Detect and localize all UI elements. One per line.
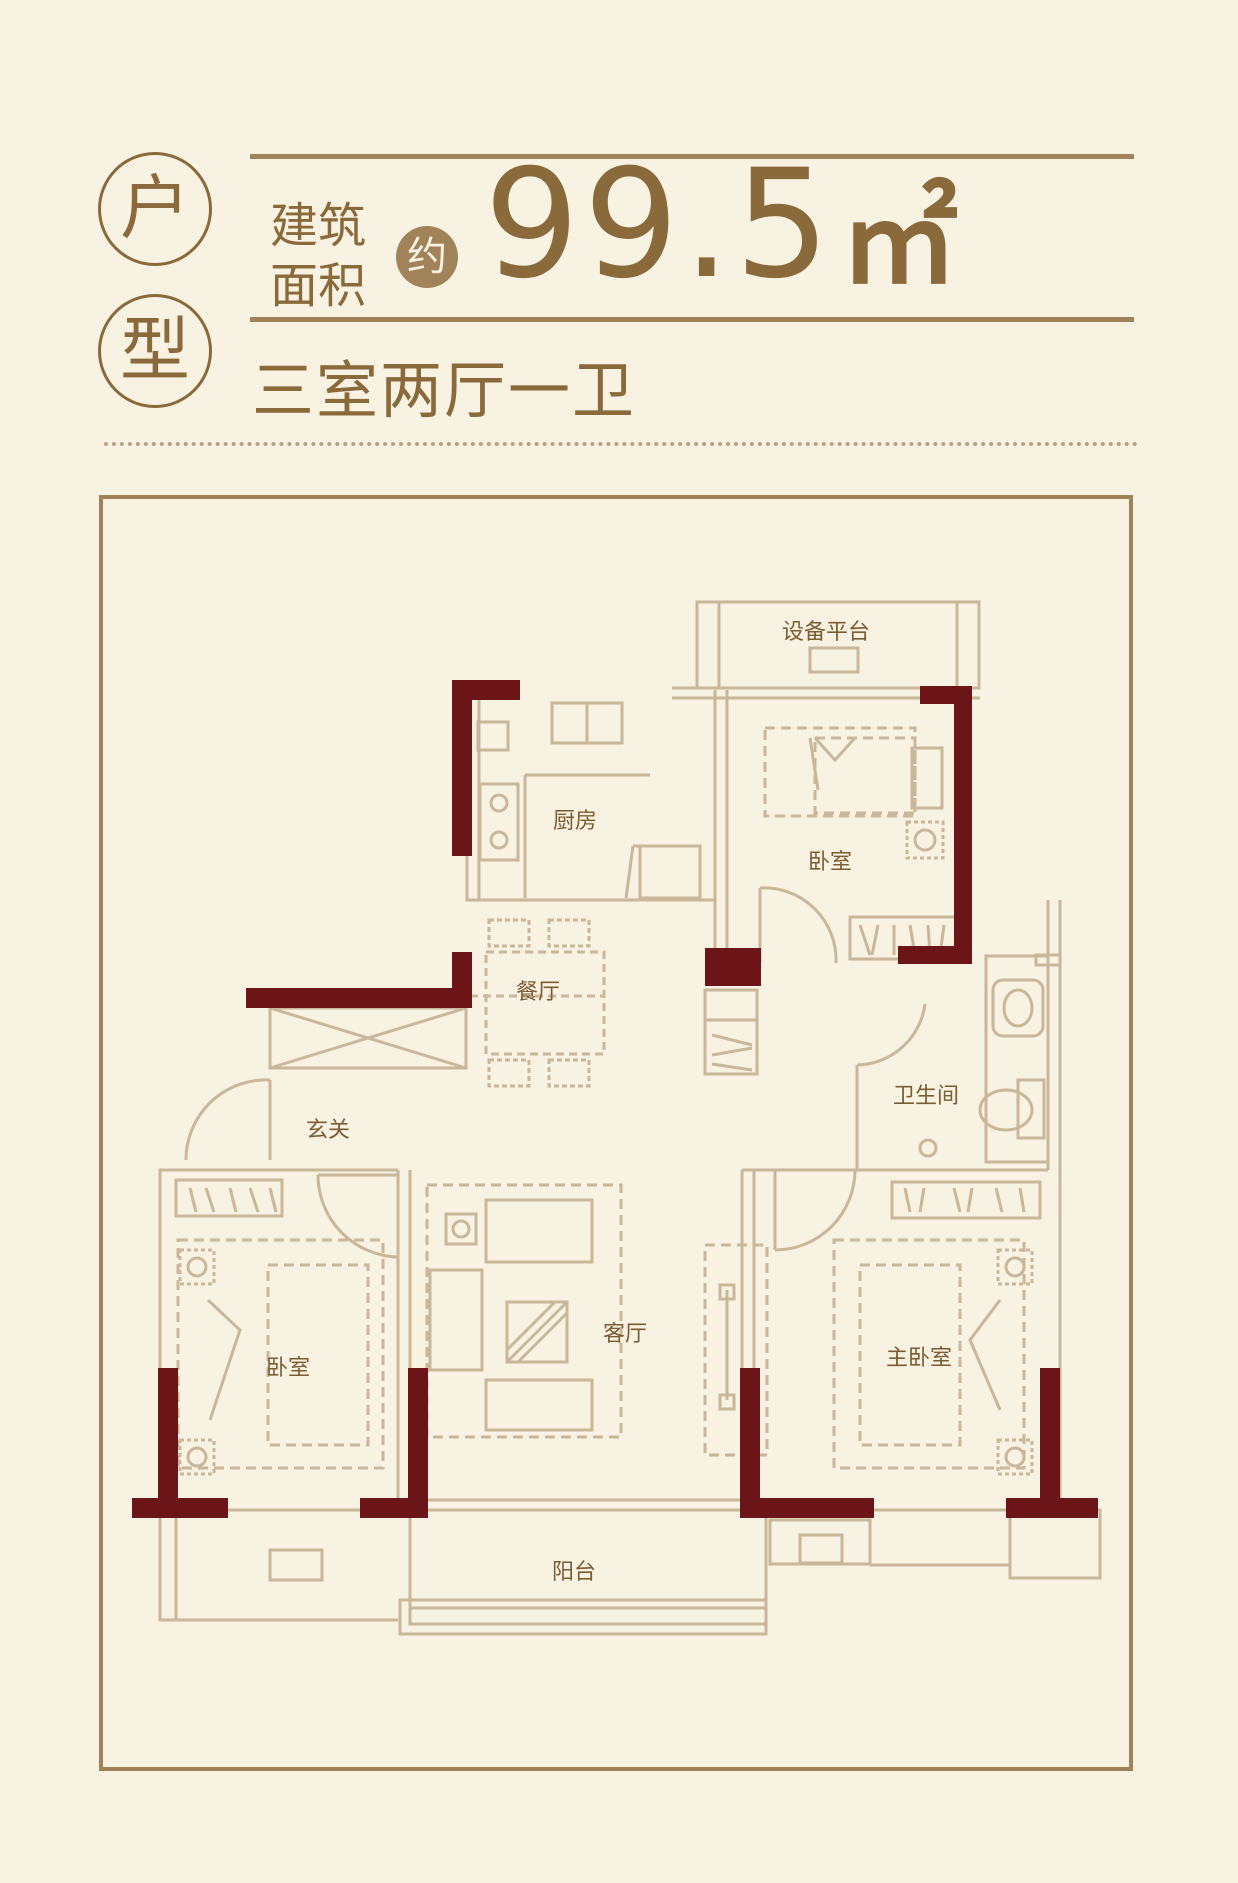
dotted-divider — [104, 442, 1138, 446]
label-living: 客厅 — [603, 1322, 648, 1347]
layout-type: 三室两厅一卫 — [252, 354, 637, 427]
header-rule-top — [250, 154, 1134, 159]
approx-badge: 约 — [396, 226, 458, 288]
label-kitchen: 厨房 — [553, 809, 598, 834]
floorplan-frame — [99, 495, 1133, 1771]
label-dining: 餐厅 — [516, 980, 561, 1005]
badge-circle-top: 户 — [98, 152, 212, 266]
label-bedroom-south: 卧室 — [266, 1356, 311, 1381]
header-rule-middle — [250, 317, 1134, 322]
area-value: 99.5 — [484, 138, 834, 312]
label-balcony: 阳台 — [552, 1560, 597, 1585]
label-bedroom-north: 卧室 — [808, 850, 853, 875]
label-entrance: 玄关 — [306, 1118, 351, 1143]
area-unit: ㎡ — [840, 172, 959, 310]
label-master-bedroom: 主卧室 — [886, 1346, 953, 1371]
label-bathroom: 卫生间 — [893, 1084, 960, 1109]
badge-circle-bottom: 型 — [98, 294, 212, 408]
label-equipment-platform: 设备平台 — [782, 620, 871, 645]
area-label-line1: 建筑 — [270, 198, 367, 254]
area-label-line2: 面积 — [270, 258, 367, 314]
